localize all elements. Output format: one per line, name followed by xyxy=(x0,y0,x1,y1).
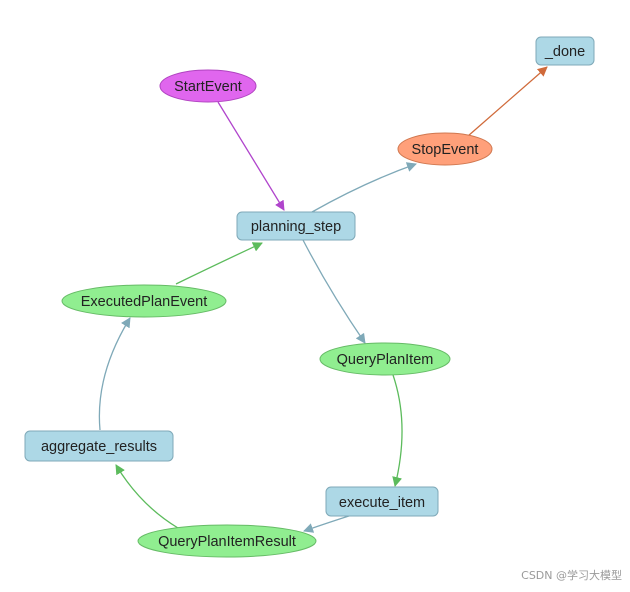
edge-stop_event-to-done xyxy=(467,66,548,137)
node-label: StopEvent xyxy=(412,142,479,158)
node-label: execute_item xyxy=(339,495,425,511)
node-label: planning_step xyxy=(251,219,341,235)
edge-aggregate_results-to-executed_plan_event xyxy=(98,317,131,431)
node-label: aggregate_results xyxy=(41,439,157,455)
node-label: QueryPlanItemResult xyxy=(158,534,296,550)
node-done[interactable]: _done xyxy=(535,36,595,66)
node-label: _done xyxy=(544,44,585,60)
node-label: ExecutedPlanEvent xyxy=(81,294,208,310)
edge-query_plan_item_result-to-aggregate_results xyxy=(115,464,179,529)
nodes-layer: StartEvent _done StopEvent planning_step… xyxy=(24,36,595,558)
edge-query_plan_item-to-execute_item xyxy=(392,374,403,487)
edge-execute_item-to-query_plan_item_result xyxy=(303,514,353,533)
edge-start_event-to-planning_step xyxy=(217,101,285,211)
node-query-plan-item-result[interactable]: QueryPlanItemResult xyxy=(137,524,317,558)
edge-planning_step-to-query_plan_item xyxy=(302,239,366,344)
node-stop-event[interactable]: StopEvent xyxy=(397,132,493,166)
node-label: QueryPlanItem xyxy=(337,352,434,368)
edge-executed_plan_event-to-planning_step xyxy=(175,242,263,285)
node-aggregate-results[interactable]: aggregate_results xyxy=(24,430,174,462)
node-planning-step[interactable]: planning_step xyxy=(236,211,356,241)
node-execute-item[interactable]: execute_item xyxy=(325,486,439,517)
node-executed-plan-event[interactable]: ExecutedPlanEvent xyxy=(61,284,227,318)
watermark: CSDN @学习大模型 xyxy=(521,569,622,582)
node-label: StartEvent xyxy=(174,79,242,95)
node-start-event[interactable]: StartEvent xyxy=(159,69,257,103)
edge-planning_step-to-stop_event xyxy=(311,162,417,213)
node-query-plan-item[interactable]: QueryPlanItem xyxy=(319,342,451,376)
